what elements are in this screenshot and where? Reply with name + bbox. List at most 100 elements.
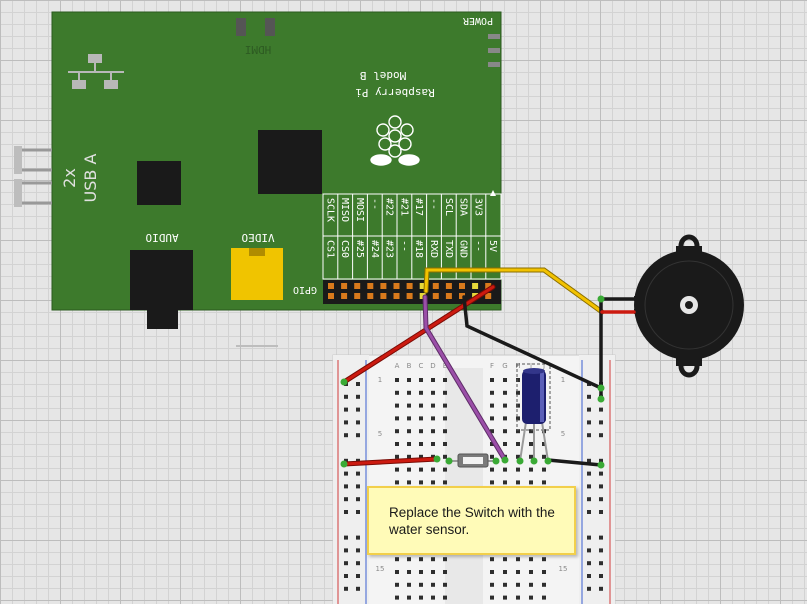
breadboard-hole[interactable]: [407, 467, 411, 472]
rail-hole[interactable]: [344, 574, 348, 578]
breadboard-hole[interactable]: [529, 557, 533, 562]
breadboard-hole[interactable]: [395, 403, 399, 408]
breadboard-hole[interactable]: [490, 442, 494, 446]
breadboard-hole[interactable]: [419, 442, 423, 446]
gpio-pin[interactable]: [380, 293, 387, 299]
breadboard-hole[interactable]: [419, 390, 423, 395]
purple-wire-gpio[interactable]: [422, 294, 508, 463]
rail-hole[interactable]: [587, 458, 591, 463]
rail-hole[interactable]: [344, 458, 348, 463]
breadboard-hole[interactable]: [395, 582, 399, 587]
breadboard-hole[interactable]: [395, 595, 399, 600]
breadboard-hole[interactable]: [431, 570, 435, 574]
breadboard-hole[interactable]: [419, 403, 423, 408]
red-wire-5v[interactable]: [341, 284, 496, 385]
gpio-pin[interactable]: [393, 283, 400, 289]
breadboard-hole[interactable]: [407, 442, 411, 446]
piezo-buzzer[interactable]: [634, 234, 744, 378]
breadboard-hole[interactable]: [407, 454, 411, 459]
breadboard-hole[interactable]: [395, 454, 399, 459]
breadboard-hole[interactable]: [407, 557, 411, 562]
red-wire-rail[interactable]: [341, 456, 440, 467]
gpio-pin[interactable]: [406, 293, 413, 299]
breadboard-hole[interactable]: [443, 570, 447, 574]
breadboard-hole[interactable]: [490, 595, 494, 600]
rail-hole[interactable]: [356, 586, 360, 591]
breadboard-hole[interactable]: [431, 403, 435, 408]
breadboard-hole[interactable]: [431, 480, 435, 485]
breadboard-hole[interactable]: [529, 570, 533, 574]
rail-hole[interactable]: [587, 420, 591, 425]
breadboard-hole[interactable]: [443, 595, 447, 600]
breadboard-hole[interactable]: [443, 582, 447, 587]
breadboard-hole[interactable]: [431, 582, 435, 587]
breadboard-hole[interactable]: [419, 429, 423, 434]
rail-hole[interactable]: [356, 561, 360, 566]
breadboard-hole[interactable]: [407, 595, 411, 600]
breadboard-hole[interactable]: [503, 403, 507, 408]
breadboard-hole[interactable]: [490, 429, 494, 434]
gpio-pin[interactable]: [354, 293, 361, 299]
breadboard-hole[interactable]: [529, 454, 533, 459]
rail-hole[interactable]: [599, 420, 603, 425]
breadboard-hole[interactable]: [443, 480, 447, 485]
breadboard-hole[interactable]: [395, 480, 399, 485]
gpio-pin[interactable]: [406, 283, 413, 289]
rail-hole[interactable]: [344, 407, 348, 412]
breadboard-hole[interactable]: [407, 378, 411, 382]
breadboard-hole[interactable]: [431, 557, 435, 562]
rail-hole[interactable]: [587, 561, 591, 566]
gpio-pin[interactable]: [328, 283, 334, 289]
breadboard-hole[interactable]: [503, 378, 507, 382]
rail-hole[interactable]: [344, 394, 348, 399]
breadboard-hole[interactable]: [419, 480, 423, 485]
breadboard-hole[interactable]: [395, 416, 399, 421]
gpio-pin[interactable]: [432, 293, 439, 299]
breadboard-hole[interactable]: [503, 570, 507, 574]
rail-hole[interactable]: [599, 458, 603, 463]
breadboard-hole[interactable]: [419, 595, 423, 600]
rail-hole[interactable]: [587, 510, 591, 514]
gpio-pin[interactable]: [328, 293, 334, 299]
breadboard-hole[interactable]: [503, 467, 507, 472]
breadboard-hole[interactable]: [490, 378, 494, 382]
rail-hole[interactable]: [356, 394, 360, 399]
rail-hole[interactable]: [356, 407, 360, 412]
breadboard-hole[interactable]: [419, 582, 423, 587]
black-wire-gnd[interactable]: [462, 295, 603, 390]
gpio-pin[interactable]: [472, 283, 479, 289]
rail-hole[interactable]: [356, 510, 360, 514]
gpio-pin[interactable]: [485, 283, 492, 289]
breadboard-hole[interactable]: [529, 480, 533, 485]
gpio-pin[interactable]: [367, 283, 374, 289]
breadboard-hole[interactable]: [407, 416, 411, 421]
breadboard-hole[interactable]: [516, 378, 520, 382]
breadboard-hole[interactable]: [407, 570, 411, 574]
rail-hole[interactable]: [599, 586, 603, 591]
breadboard-hole[interactable]: [516, 403, 520, 408]
rail-hole[interactable]: [587, 574, 591, 578]
breadboard-hole[interactable]: [516, 416, 520, 421]
rail-hole[interactable]: [587, 497, 591, 502]
breadboard-hole[interactable]: [490, 467, 494, 472]
rail-hole[interactable]: [344, 561, 348, 566]
gpio-pin[interactable]: [445, 293, 452, 299]
breadboard-hole[interactable]: [490, 570, 494, 574]
breadboard-hole[interactable]: [419, 416, 423, 421]
breadboard-hole[interactable]: [529, 442, 533, 446]
breadboard-hole[interactable]: [419, 454, 423, 459]
rail-hole[interactable]: [599, 574, 603, 578]
rail-hole[interactable]: [599, 407, 603, 412]
breadboard-hole[interactable]: [443, 429, 447, 434]
breadboard-hole[interactable]: [431, 378, 435, 382]
rail-hole[interactable]: [599, 497, 603, 502]
rail-hole[interactable]: [356, 471, 360, 476]
gpio-pin[interactable]: [354, 283, 361, 289]
breadboard-hole[interactable]: [431, 595, 435, 600]
breadboard-hole[interactable]: [407, 390, 411, 395]
breadboard-hole[interactable]: [443, 467, 447, 472]
gpio-pin[interactable]: [341, 283, 348, 289]
breadboard-hole[interactable]: [503, 390, 507, 395]
rail-hole[interactable]: [344, 535, 348, 540]
rail-hole[interactable]: [356, 420, 360, 425]
